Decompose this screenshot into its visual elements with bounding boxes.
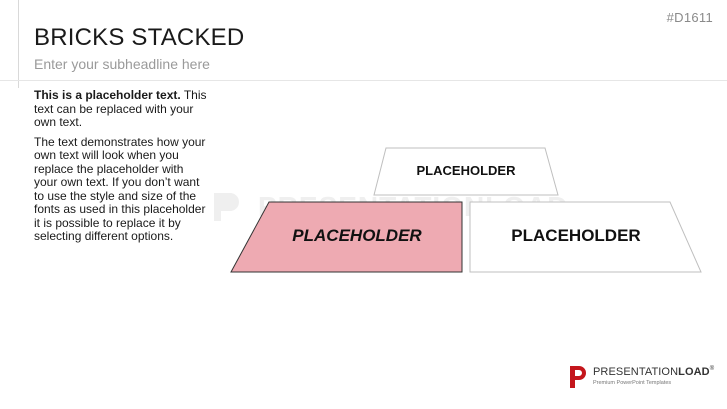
brick-top[interactable] [373, 147, 559, 196]
logo-wordmark-light: PRESENTATION [593, 366, 679, 378]
brick-top-label: PLACEHOLDER [417, 163, 517, 178]
slide-id: #D1611 [666, 10, 713, 25]
brick-right[interactable] [469, 201, 702, 273]
header-divider [0, 80, 727, 81]
slide-title[interactable]: BRICKS STACKED [34, 24, 245, 51]
body-paragraph-2: The text demonstrates how your own text … [34, 134, 206, 243]
brick-left[interactable] [230, 201, 463, 273]
brick-left-label: PLACEHOLDER [292, 226, 422, 245]
body-text-box[interactable]: This is a placeholder text. This text ca… [34, 88, 210, 250]
body-paragraph-1: This is a placeholder text. This text ca… [34, 88, 210, 130]
presentationload-logo-icon [570, 366, 586, 388]
slide-subtitle[interactable]: Enter your subheadline here [34, 56, 210, 72]
logo-wordmark: PRESENTATIONLOAD® [593, 366, 714, 378]
watermark-logo-icon [214, 193, 239, 221]
body-paragraph-1-rest: This text can be replaced with your own … [34, 88, 207, 129]
header-accent-rule [0, 0, 19, 88]
logo-tagline: Premium PowerPoint Templates [593, 380, 672, 386]
brick-right-label: PLACEHOLDER [511, 226, 640, 245]
presentationload-logo[interactable]: PRESENTATIONLOAD® Premium PowerPoint Tem… [569, 362, 719, 392]
body-paragraph-1-bold: This is a placeholder text. [34, 88, 181, 102]
logo-registered-mark: ® [709, 366, 715, 372]
logo-wordmark-bold: LOAD [678, 366, 710, 378]
